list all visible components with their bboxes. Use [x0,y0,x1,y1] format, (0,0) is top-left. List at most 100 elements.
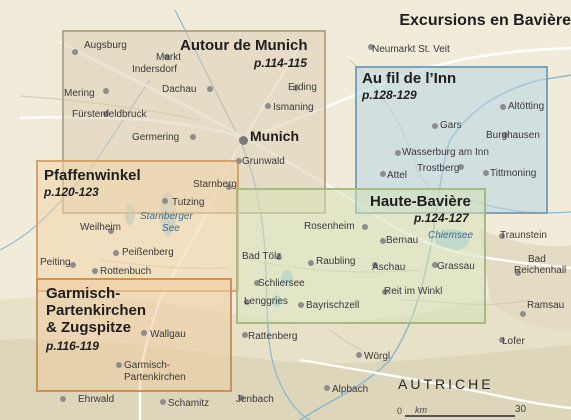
town-dot [92,268,98,274]
region-title-garmisch-line1: Garmisch- [46,285,121,302]
region-garmisch[interactable] [36,278,232,392]
town-dot [239,136,248,145]
place-label: Peiting [40,257,71,268]
place-label: Ehrwald [78,394,115,405]
place-label-munich: Munich [250,128,299,144]
place-label: Starnberg [193,179,237,190]
place-label: Burghausen [486,130,540,141]
place-label: Bayrischzell [306,300,360,311]
lake-label: Starnberger [140,211,193,222]
scale-bar: 0 km 30 [395,400,545,420]
region-title-haute-baviere: Haute-Bavière [370,193,471,210]
town-dot [432,123,438,129]
place-label: Partenkirchen [124,372,186,383]
town-dot [458,164,464,170]
town-dot [113,250,119,256]
scale-unit: km [415,405,427,415]
town-dot [356,352,362,358]
town-dot [207,86,213,92]
region-pages-pfaffenwinkel: p.120-123 [44,185,99,199]
region-pages-haute-baviere: p.124-127 [414,211,469,225]
place-label: Germering [132,132,180,143]
place-label: Markt [156,52,181,63]
town-dot [368,44,374,50]
town-dot [362,224,368,230]
region-title-garmisch-line3: & Zugspitze [46,319,131,336]
place-label: Garmisch- [124,360,171,371]
place-label: Wörgl [364,351,391,362]
place-label: Raubling [316,256,356,267]
town-dot [103,111,109,117]
region-pages-garmisch: p.116-119 [46,339,99,353]
town-dot [293,85,299,91]
town-dot [60,396,66,402]
place-label: Wasserburg am Inn [402,147,489,158]
place-label: Dachau [162,84,197,95]
town-dot [395,150,401,156]
town-dot [244,299,250,305]
place-label: Gars [440,120,462,131]
town-dot [265,103,271,109]
town-dot [116,362,122,368]
place-label: Rattenberg [248,331,298,342]
place-label: Tutzing [172,197,205,208]
region-title-pfaffenwinkel: Pfaffenwinkel [44,167,141,184]
place-label: Aschau [372,262,406,273]
place-label: Indersdorf [132,64,178,75]
town-dot [380,238,386,244]
town-dot [236,158,242,164]
region-title-munich: Autour de Munich [180,37,308,54]
place-label: Grunwald [242,156,285,167]
town-dot [164,54,170,60]
town-dot [238,395,244,401]
town-dot [226,184,232,190]
place-label: Bernau [386,235,419,246]
town-dot [190,134,196,140]
town-dot [499,233,505,239]
place-label: Rottenbuch [100,266,152,277]
place-label: Attel [387,170,408,181]
place-label: Traunstein [500,230,547,241]
town-dot [499,337,505,343]
town-dot [324,385,330,391]
town-dot [372,262,378,268]
town-dot [70,262,76,268]
place-label: Schamitz [168,398,210,409]
town-dot [515,270,521,276]
map-title: Excursions en Bavière [399,12,571,29]
place-label: Tittmoning [490,168,537,179]
place-label: Bad Tölz [242,251,282,262]
place-label: Rosenheim [304,221,355,232]
town-dot [103,88,109,94]
place-label: Jenbach [236,394,274,405]
town-dot [160,399,166,405]
region-pages-munich: p.114-115 [254,56,307,70]
place-label: Trostberg [417,163,460,174]
region-title-garmisch-line2: Partenkirchen [46,302,147,319]
place-label: Neumarkt St. Veit [372,44,450,55]
town-dot [72,49,78,55]
town-dot [141,330,147,336]
town-dot [432,262,438,268]
scale-end: 30 [515,404,527,415]
scale-line [405,415,515,417]
town-dot [242,332,248,338]
place-label: Lenggries [244,296,288,307]
place-label: Weilheim [80,222,121,233]
scale-start: 0 [397,406,403,416]
town-dot [500,104,506,110]
place-label: Bad [528,254,546,265]
town-dot [276,254,282,260]
town-dot [380,171,386,177]
place-label: Augsburg [84,40,127,51]
place-label: Alpbach [332,384,369,395]
country-label: AUTRICHE [398,376,494,392]
place-label: Lofer [502,336,525,347]
town-dot [298,302,304,308]
place-label: Erding [288,82,317,93]
place-label: Wallgau [150,329,186,340]
town-dot [382,289,388,295]
place-label: Grassau [437,261,475,272]
lake-label: See [162,223,180,234]
place-label: Ramsau [527,300,565,311]
